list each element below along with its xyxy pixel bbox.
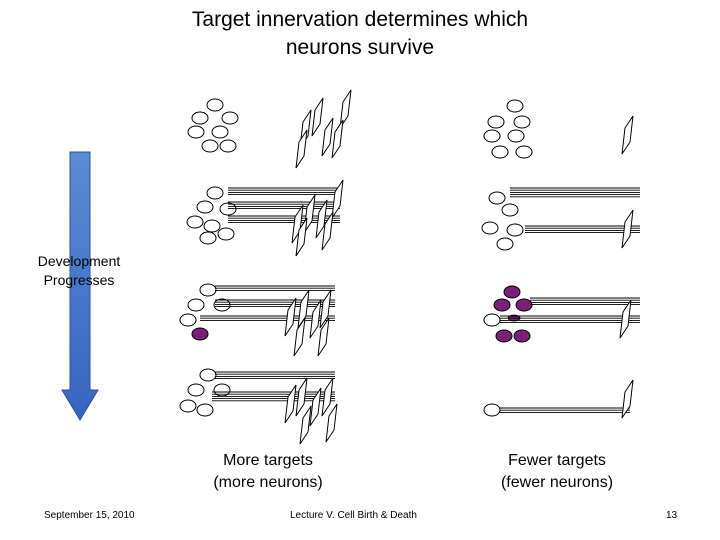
neuron: [483, 129, 501, 143]
neuron: [196, 403, 214, 417]
development-arrow: [61, 151, 99, 421]
neuron: [187, 383, 205, 397]
caption-more-targets: More targets (more neurons): [168, 450, 368, 494]
neuron: [213, 298, 231, 312]
title-line-2: neurons survive: [285, 36, 435, 59]
target-cell: [284, 297, 297, 337]
neuron: [186, 215, 204, 229]
neuron: [206, 98, 224, 112]
development-label-line-1: Development: [37, 253, 121, 269]
target-cell: [331, 119, 344, 159]
neuron: [217, 227, 235, 241]
neuron: [179, 399, 197, 413]
target-cell: [291, 204, 304, 244]
target-cell: [321, 117, 334, 157]
neuron: [506, 99, 524, 113]
target-cell: [284, 384, 297, 424]
development-label-line-2: Progresses: [43, 272, 115, 288]
neuron: [506, 223, 524, 237]
neuron: [201, 139, 219, 153]
target-cell: [309, 299, 322, 339]
neuron: [483, 313, 501, 327]
target-cell: [321, 211, 334, 251]
footer-course: Lecture V. Cell Birth & Death: [290, 510, 417, 521]
slide-title: Target innervation determines which neur…: [0, 6, 720, 62]
dying-neuron: [513, 329, 531, 343]
dying-neuron: [191, 327, 209, 341]
development-label: Development Progresses: [14, 252, 144, 290]
target-cell: [299, 405, 312, 445]
footer-date: September 15, 2010: [44, 510, 135, 521]
neuron: [191, 111, 209, 125]
neuron: [199, 368, 217, 382]
dying-neuron: [515, 298, 533, 312]
target-cell: [621, 209, 634, 249]
target-cell: [309, 387, 322, 427]
target-cell: [317, 317, 330, 357]
target-cell: [295, 129, 308, 169]
caption-fewer-targets: Fewer targets (fewer neurons): [457, 450, 657, 494]
neuron: [187, 125, 205, 139]
target-cell: [311, 97, 324, 137]
dying-neuron: [495, 329, 513, 343]
target-cell: [295, 377, 308, 417]
neuron: [483, 403, 501, 417]
target-cell: [321, 377, 334, 417]
neuron: [196, 200, 214, 214]
caption-fewer-targets-line-1: Fewer targets: [508, 452, 606, 469]
target-cell: [619, 299, 632, 339]
caption-more-targets-line-2: (more neurons): [213, 474, 323, 491]
neuron: [199, 283, 217, 297]
neuron: [487, 115, 505, 129]
neuron: [221, 111, 239, 125]
neuron: [491, 145, 509, 159]
neuron: [187, 298, 205, 312]
target-cell: [315, 199, 328, 239]
neuron: [488, 191, 506, 205]
neuron: [206, 186, 224, 200]
neuron: [501, 203, 519, 217]
footer-page-number: 13: [666, 510, 678, 521]
title-line-1: Target innervation determines which: [191, 8, 529, 31]
target-cell: [319, 289, 332, 329]
caption-more-targets-line-1: More targets: [223, 452, 313, 469]
neuron: [515, 145, 533, 159]
neuron: [199, 231, 217, 245]
target-cell: [295, 217, 308, 257]
caption-fewer-targets-line-2: (fewer neurons): [500, 474, 614, 491]
neuron: [513, 115, 531, 129]
neuron: [203, 219, 221, 233]
neuron: [496, 237, 514, 251]
dying-neuron: [493, 298, 511, 312]
neuron: [211, 125, 229, 139]
dying-neuron: [503, 285, 521, 299]
target-cell: [339, 89, 352, 129]
neuron: [481, 221, 499, 235]
neuron: [507, 129, 525, 143]
target-cell: [621, 379, 634, 419]
target-cell: [325, 403, 338, 443]
target-cell: [621, 115, 634, 155]
neuron: [179, 313, 197, 327]
target-cell: [331, 179, 344, 219]
target-cell: [293, 317, 306, 357]
neuron: [219, 139, 237, 153]
